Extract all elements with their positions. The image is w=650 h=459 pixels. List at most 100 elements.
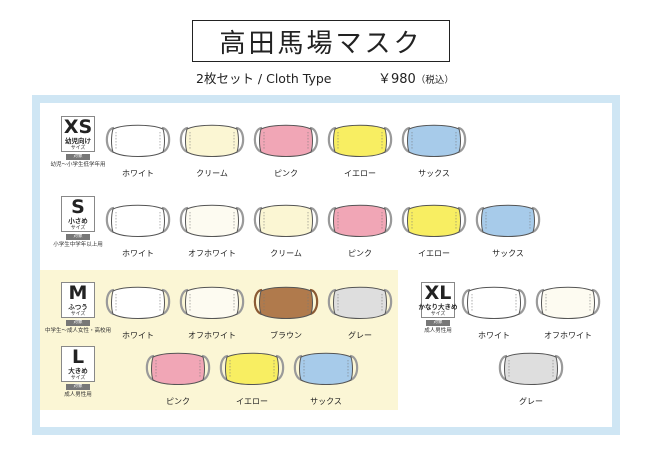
mask-icon bbox=[475, 204, 541, 237]
mask-icon bbox=[253, 124, 319, 157]
mask-icon bbox=[327, 286, 393, 319]
size-xl-age: 成人男性用 bbox=[424, 328, 452, 334]
color-label: ホワイト bbox=[122, 331, 154, 340]
mask-icon bbox=[327, 204, 393, 237]
size-s-sub: サイズ bbox=[70, 225, 86, 231]
size-m-sub: サイズ bbox=[70, 311, 86, 317]
size-xl-box: XL かなり大きめ サイズ bbox=[418, 282, 458, 318]
color-label: オフホワイト bbox=[188, 331, 236, 340]
page-title: 高田馬場マスク bbox=[192, 20, 450, 62]
mask-s-offwhite: オフホワイト bbox=[176, 198, 248, 259]
mask-icon bbox=[498, 352, 564, 385]
subtitle: 2枚セット / Cloth Type bbox=[196, 71, 332, 86]
mask-icon bbox=[253, 204, 319, 237]
tax-note: （税込） bbox=[415, 75, 454, 86]
size-s-age: 小学生中学年以上用 bbox=[53, 242, 103, 248]
color-label: オフホワイト bbox=[188, 249, 236, 258]
color-label: ピンク bbox=[166, 397, 190, 406]
color-label: サックス bbox=[418, 169, 450, 178]
size-xs-letter: XS bbox=[63, 116, 93, 138]
size-m-tag: 対象 bbox=[66, 320, 90, 326]
mask-icon bbox=[293, 352, 359, 385]
size-xl-label: XL かなり大きめ サイズ 対象 成人男性用 bbox=[410, 282, 466, 334]
size-m-age: 中学生〜成人女性・高校用 bbox=[45, 328, 112, 334]
mask-xs-pink: ピンク bbox=[250, 118, 322, 179]
size-xl-word: かなり大きめ bbox=[418, 303, 458, 311]
color-label: サックス bbox=[492, 249, 524, 258]
mask-xl-offwhite: オフホワイト bbox=[532, 280, 604, 341]
color-label: イエロー bbox=[418, 249, 450, 258]
mask-icon bbox=[179, 286, 245, 319]
size-xs-age: 幼児〜小学生低学年用 bbox=[50, 162, 106, 168]
size-l-tag: 対象 bbox=[66, 384, 90, 390]
mask-xs-yellow: イエロー bbox=[324, 118, 396, 179]
color-label: ピンク bbox=[348, 249, 372, 258]
mask-m-white: ホワイト bbox=[102, 280, 174, 341]
mask-xs-cream: クリーム bbox=[176, 118, 248, 179]
mask-icon bbox=[401, 124, 467, 157]
size-l-age: 成人男性用 bbox=[64, 392, 92, 398]
color-label: クリーム bbox=[196, 169, 228, 178]
color-label: ホワイト bbox=[122, 169, 154, 178]
size-l-letter: L bbox=[71, 346, 85, 368]
mask-m-offwhite: オフホワイト bbox=[176, 280, 248, 341]
mask-icon bbox=[105, 286, 171, 319]
mask-icon bbox=[179, 124, 245, 157]
size-l-label: L 大きめ サイズ 対象 成人男性用 bbox=[50, 346, 106, 398]
price: ￥980（税込） bbox=[378, 68, 454, 87]
mask-xs-sax: サックス bbox=[398, 118, 470, 179]
size-l-sub: サイズ bbox=[70, 375, 86, 381]
color-label: グレー bbox=[519, 397, 543, 406]
mask-s-pink: ピンク bbox=[324, 198, 396, 259]
size-l-word: 大きめ bbox=[68, 367, 88, 375]
size-xl-letter: XL bbox=[424, 282, 452, 304]
mask-s-white: ホワイト bbox=[102, 198, 174, 259]
mask-s-cream: クリーム bbox=[250, 198, 322, 259]
size-xs-tag: 対象 bbox=[66, 154, 90, 160]
size-s-letter: S bbox=[71, 196, 85, 218]
mask-icon bbox=[145, 352, 211, 385]
size-s-label: S 小さめ サイズ 対象 小学生中学年以上用 bbox=[50, 196, 106, 248]
mask-s-sax: サックス bbox=[472, 198, 544, 259]
mask-icon bbox=[179, 204, 245, 237]
mask-xs-white: ホワイト bbox=[102, 118, 174, 179]
size-xs-word: 幼児向け bbox=[65, 137, 91, 145]
mask-icon bbox=[327, 124, 393, 157]
size-m-word: ふつう bbox=[68, 303, 88, 311]
size-xs-sub: サイズ bbox=[70, 145, 86, 151]
size-xs-label: XS 幼児向け サイズ 対象 幼児〜小学生低学年用 bbox=[50, 116, 106, 168]
color-label: ホワイト bbox=[478, 331, 510, 340]
size-s-word: 小さめ bbox=[68, 217, 88, 225]
color-label: ブラウン bbox=[270, 331, 302, 340]
mask-icon bbox=[535, 286, 601, 319]
size-xl-tag: 対象 bbox=[426, 320, 450, 326]
title-text: 高田馬場マスク bbox=[219, 28, 423, 59]
mask-xl-gray: グレー bbox=[495, 346, 567, 407]
color-label: ピンク bbox=[274, 169, 298, 178]
mask-icon bbox=[219, 352, 285, 385]
size-xl-sub: サイズ bbox=[430, 311, 446, 317]
size-s-tag: 対象 bbox=[66, 234, 90, 240]
mask-xl-white: ホワイト bbox=[458, 280, 530, 341]
color-label: オフホワイト bbox=[544, 331, 592, 340]
color-label: サックス bbox=[310, 397, 342, 406]
color-label: イエロー bbox=[344, 169, 376, 178]
color-label: グレー bbox=[348, 331, 372, 340]
color-label: ホワイト bbox=[122, 249, 154, 258]
mask-l-yellow: イエロー bbox=[216, 346, 288, 407]
color-label: クリーム bbox=[270, 249, 302, 258]
mask-icon bbox=[105, 124, 171, 157]
mask-icon bbox=[401, 204, 467, 237]
size-m-letter: M bbox=[68, 282, 88, 304]
price-value: ￥980 bbox=[378, 72, 416, 87]
mask-icon bbox=[105, 204, 171, 237]
mask-m-brown: ブラウン bbox=[250, 280, 322, 341]
mask-icon bbox=[253, 286, 319, 319]
mask-s-yellow: イエロー bbox=[398, 198, 470, 259]
mask-l-pink: ピンク bbox=[142, 346, 214, 407]
mask-l-sax: サックス bbox=[290, 346, 362, 407]
mask-m-gray: グレー bbox=[324, 280, 396, 341]
size-s-box: S 小さめ サイズ bbox=[61, 196, 95, 232]
size-m-label: M ふつう サイズ 対象 中学生〜成人女性・高校用 bbox=[45, 282, 111, 334]
mask-icon bbox=[461, 286, 527, 319]
